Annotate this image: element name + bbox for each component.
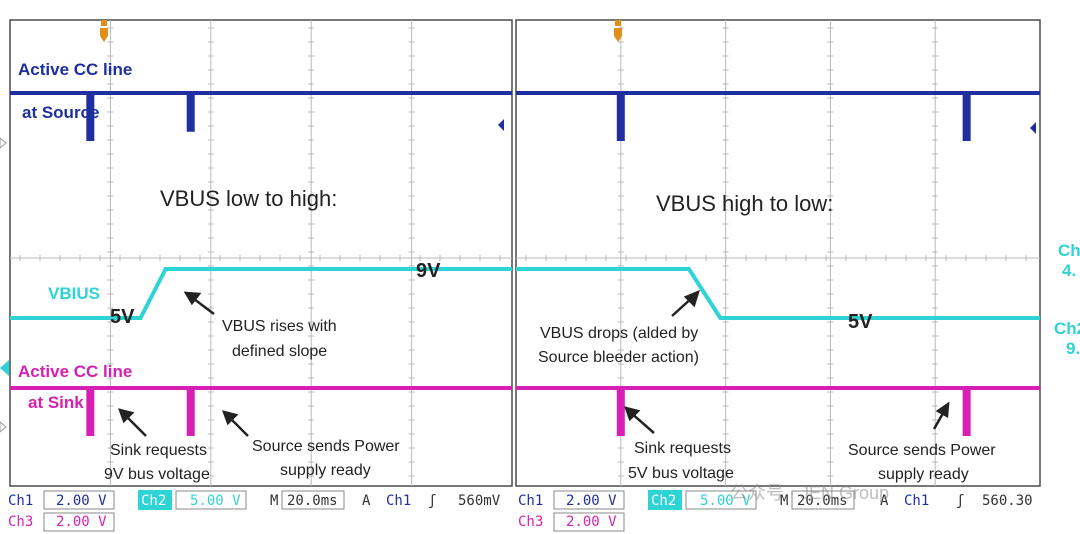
left-cc-source-label: Active CC line — [18, 60, 132, 79]
left-graticule-frame — [9, 19, 513, 487]
right-edge-readout-bot2: 9. — [1066, 339, 1080, 358]
right-source-arrow — [932, 401, 950, 430]
right-drop-note-line1: VBUS drops (alded by — [540, 325, 698, 342]
right-timebase-label: M — [780, 493, 788, 509]
left-source-note-line1: Source sends Power — [252, 438, 400, 455]
right-sink-arrow — [624, 406, 655, 434]
left-scope-panel — [9, 19, 513, 487]
left-ch2-scale: 5.00 V — [190, 493, 241, 509]
left-timebase-label: M — [270, 493, 278, 509]
right-trigger-level: 560.30 — [982, 493, 1033, 509]
right-sink-note-line2: 5V bus voltage — [628, 465, 734, 482]
cc-source-trace — [516, 91, 1040, 141]
cc-sink-trace — [10, 386, 512, 436]
left-ch3-name: Ch3 — [8, 514, 33, 530]
left-5v-label: 5V — [110, 306, 135, 328]
annotation-arrows — [118, 289, 950, 437]
ch3-ground-marker — [0, 421, 7, 433]
left-sink-note-line1: Sink requests — [110, 442, 207, 459]
right-drop-arrow — [671, 289, 700, 317]
right-ch1-name: Ch1 — [518, 493, 543, 509]
right-scope-panel — [515, 19, 1041, 487]
left-trigger-level: 560mV — [458, 493, 501, 509]
right-ch3-scale: 2.00 V — [566, 514, 617, 530]
left-timebase-box — [281, 490, 345, 510]
right-source-note-line1: Source sends Power — [848, 442, 996, 459]
left-rise-arrow — [183, 291, 215, 315]
right-edge-readout-top1: Ch — [1058, 241, 1080, 260]
right-traces — [516, 91, 1040, 436]
trigger-position-marker-right — [614, 20, 622, 42]
left-ch1-box — [43, 490, 115, 510]
left-cc-source-sublabel: at Source — [22, 103, 99, 122]
left-ch1-scale: 2.00 V — [56, 493, 107, 509]
right-5v-label: 5V — [848, 311, 873, 333]
left-ch2-name: Ch2 — [141, 493, 166, 509]
right-trigger-channel: Ch1 — [904, 493, 929, 509]
right-trigger-mode: A — [880, 493, 889, 509]
right-edge-readout-bot1: Ch2 — [1054, 319, 1080, 338]
cc-sink-trace — [516, 386, 1040, 436]
left-9v-label: 9V — [416, 260, 441, 282]
left-traces — [10, 91, 512, 436]
left-trigger-channel: Ch1 — [386, 493, 411, 509]
right-ch2-badge — [648, 490, 682, 510]
left-cc-sink-sublabel: at Sink — [28, 393, 84, 412]
left-trigger-slope-icon: ʃ — [428, 493, 436, 509]
right-ch2-name: Ch2 — [651, 493, 676, 509]
vbus-trace — [516, 267, 1040, 320]
left-ch3-scale: 2.00 V — [56, 514, 107, 530]
left-rise-note-line2: defined slope — [232, 343, 327, 360]
left-sink-arrow — [118, 408, 147, 437]
right-ch1-scale: 2.00 V — [566, 493, 617, 509]
right-timebase-box — [791, 490, 855, 510]
left-ch2-box — [175, 490, 247, 510]
trigger-position-marker-left — [100, 20, 108, 42]
left-cc-sink-label: Active CC line — [18, 362, 132, 381]
right-timebase-value: 20.0ms — [797, 493, 848, 509]
vbus-trace — [10, 267, 512, 320]
ch1-level-marker-right — [1030, 122, 1036, 134]
right-edge-readout-top2: 4. — [1062, 261, 1076, 280]
right-sink-note-line1: Sink requests — [634, 440, 731, 457]
left-rise-note-line1: VBUS rises with — [222, 318, 337, 335]
left-ch3-box — [43, 512, 115, 532]
right-ch3-name: Ch3 — [518, 514, 543, 530]
status-bar-right: Ch1 2.00 V Ch2 5.00 V M 20.0ms A Ch1 ʃ 5… — [518, 490, 1033, 532]
status-bar-left: Ch1 2.00 V Ch2 5.00 V M 20.0ms A Ch1 ʃ 5… — [8, 490, 501, 532]
right-source-note-line2: supply ready — [878, 466, 969, 483]
left-source-arrow — [222, 410, 249, 437]
cc-source-trace — [10, 91, 512, 141]
watermark: 公众号 · JEN Group — [730, 483, 889, 503]
left-vbus-label: VBIUS — [48, 284, 100, 303]
right-ch2-scale: 5.00 V — [700, 493, 751, 509]
left-timebase-value: 20.0ms — [287, 493, 338, 509]
left-ch1-name: Ch1 — [8, 493, 33, 509]
left-chart-title: VBUS low to high: — [160, 186, 337, 211]
left-sink-note-line2: 9V bus voltage — [104, 466, 210, 483]
left-ch2-badge — [138, 490, 172, 510]
right-graticule-frame — [515, 19, 1041, 487]
ch2-ground-marker — [0, 360, 9, 376]
ch1-level-marker-left — [498, 119, 504, 131]
right-ch2-box — [685, 490, 757, 510]
left-graticule-grid — [10, 20, 512, 486]
right-trigger-slope-icon: ʃ — [956, 493, 964, 509]
left-source-note-line2: supply ready — [280, 462, 371, 479]
right-drop-note-line2: Source bleeder action) — [538, 349, 699, 366]
right-ch1-box — [553, 490, 625, 510]
right-chart-title: VBUS high to low: — [656, 191, 833, 216]
left-trigger-mode: A — [362, 493, 371, 509]
ch1-ground-marker — [0, 137, 7, 149]
right-ch3-box — [553, 512, 625, 532]
